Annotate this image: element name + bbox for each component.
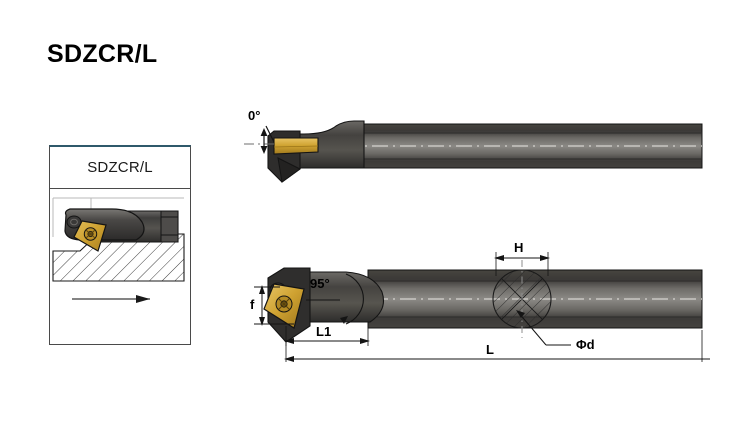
side-view-drawing: 95° f L1 [250, 240, 720, 375]
top-view-cutting-insert [273, 137, 319, 155]
dimension-h: H [494, 240, 550, 276]
cutting-insert-diamond [73, 220, 107, 252]
spec-card-header-label: SDZCR/L [87, 159, 153, 176]
spec-card: SDZCR/L [49, 145, 191, 345]
approach-angle-annotation-95deg: 95° [306, 273, 364, 325]
side-view-cutting-insert [263, 283, 305, 329]
boring-bar-cutting-illustration [52, 197, 185, 303]
workpiece-hatched-block [52, 233, 185, 282]
dimension-label-f: f [250, 297, 255, 312]
dimension-label-l1: L1 [316, 324, 331, 339]
diameter-leader-phi-d: Φd [516, 310, 595, 352]
spec-card-figure [50, 189, 190, 346]
feed-direction-arrow [72, 295, 150, 303]
dimension-label-l: L [486, 342, 494, 357]
top-view-shank [339, 123, 703, 169]
dimension-label-phi-d: Φd [576, 337, 595, 352]
dimension-l: L [284, 330, 710, 362]
lead-angle-label-0deg: 0° [248, 108, 260, 123]
dimension-label-h: H [514, 240, 523, 255]
lead-angle-annotation-0deg: 0° [244, 108, 275, 154]
dimension-f: f [250, 285, 294, 326]
bar-cross-section [492, 260, 552, 338]
page-title: SDZCR/L [47, 40, 158, 68]
top-view-drawing: 0° [244, 96, 714, 196]
spec-card-header: SDZCR/L [50, 147, 190, 189]
approach-angle-label-95deg: 95° [310, 276, 330, 291]
